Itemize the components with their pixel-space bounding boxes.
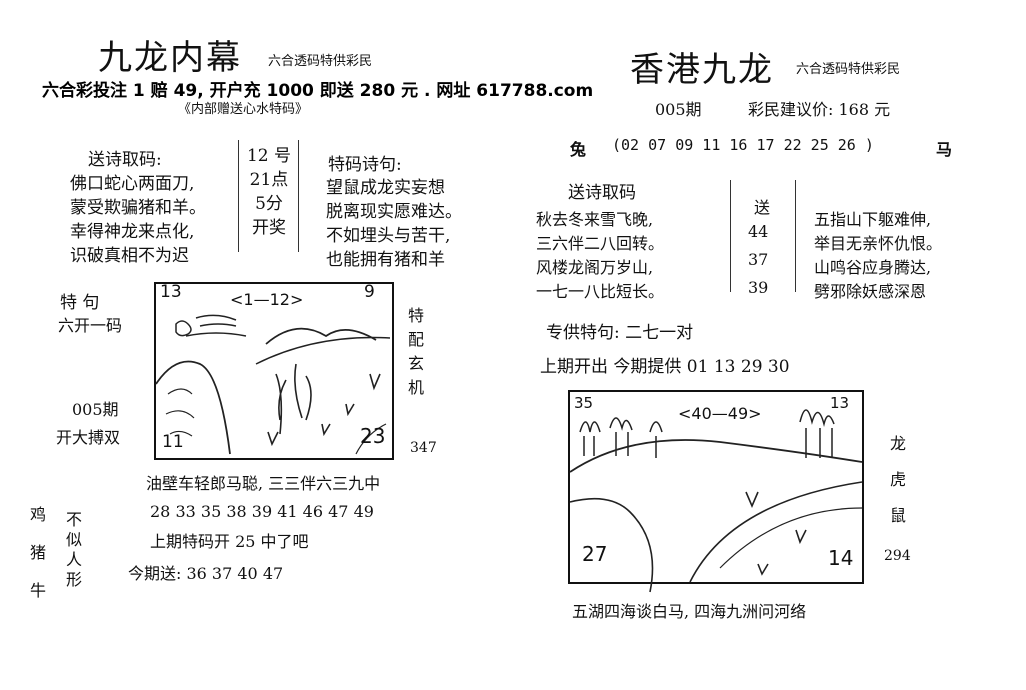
price: 彩民建议价: 168 元 xyxy=(748,100,891,119)
draw-info: 12 号 21点 5分 开奖 xyxy=(242,144,296,240)
left-sketch xyxy=(155,314,391,455)
promo-banner[interactable]: 六合彩投注 1 赔 49, 开户充 1000 即送 280 元 . 网址 617… xyxy=(42,81,594,101)
draw-info-line: 5分 xyxy=(255,194,283,214)
right-bottom-text: 五湖四海谈白马, 四海九洲问河络 xyxy=(572,602,807,621)
zodiac-char: 猪 xyxy=(30,543,47,562)
zodiac-char: 鸡 xyxy=(30,505,47,524)
left-poem-line: 佛口蛇心两面刀, xyxy=(70,174,195,194)
right-tag: 六合透码特供彩民 xyxy=(796,62,901,77)
side-vertical: 特 配 玄 机 xyxy=(408,304,424,400)
right-sketch xyxy=(569,409,863,593)
right-sketch-frame: 35 13 <40—49> 27 14 xyxy=(568,390,864,593)
divider xyxy=(298,140,299,252)
right-poem2: 五指山下躯难伸, 举目无亲怀仇恨。 山鸣谷应身腾达, 劈邪除妖感深恩 xyxy=(814,208,942,304)
left-sketch-frame: 13 9 <1—12> 11 23 xyxy=(154,282,394,460)
left-pic-bl: 11 xyxy=(162,432,184,452)
riddle: 油壁车轻郎马聪, 三三伴六三九中 xyxy=(146,474,381,493)
zodiac-char: 龙 xyxy=(890,434,907,453)
draw-info-line: 21点 xyxy=(249,170,289,190)
right-pic-tr: 13 xyxy=(830,394,850,412)
send-num: 39 xyxy=(748,278,769,297)
rabbit: 兔 xyxy=(570,140,587,159)
side-char: 机 xyxy=(408,378,425,397)
row-numbers: (02 07 09 11 16 17 22 25 26 ) xyxy=(612,136,874,154)
tm-poem: 望鼠成龙实妄想 脱离现实愿难达。 不如埋头与苦干, 也能拥有猪和羊 xyxy=(326,176,462,272)
left-pic-tl: 13 xyxy=(160,282,182,302)
buxiang-char: 不 xyxy=(66,510,83,529)
right-title: 香港九龙 xyxy=(630,50,774,90)
zodiac-char: 鼠 xyxy=(890,506,907,525)
buxiang-char: 似 xyxy=(66,530,83,549)
left-poem-line: 识破真相不为迟 xyxy=(70,246,189,266)
right-poem-line: 一七一八比短长。 xyxy=(536,282,665,301)
left-tag: 六合透码特供彩民 xyxy=(268,54,373,69)
send-label: 送 xyxy=(754,198,771,217)
right-pic-br: 14 xyxy=(828,546,854,570)
left-poem-line: 幸得神龙来点化, xyxy=(70,222,195,242)
side-char: 特 xyxy=(408,306,425,325)
horse: 马 xyxy=(936,140,953,159)
zodiac-left: 鸡 猪 牛 xyxy=(30,496,46,610)
send-box xyxy=(730,180,796,292)
right-poem-line: 风楼龙阁万岁山, xyxy=(536,258,654,277)
draw-info-line: 12 号 xyxy=(246,146,292,166)
zhuangong: 专供特句: 二七一对 xyxy=(546,323,694,343)
send-num: 44 xyxy=(748,222,769,241)
shangqi: 上期开出 今期提供 01 13 29 30 xyxy=(540,357,790,377)
right-poem2-line: 举目无亲怀仇恨。 xyxy=(814,234,943,253)
tm-line: 望鼠成龙实妄想 xyxy=(326,178,445,198)
left-period: 005期 xyxy=(72,400,119,419)
right-poem-line: 秋去冬来雪飞晚, xyxy=(536,210,654,229)
right-period: 005期 xyxy=(655,100,702,119)
left-subtitle: 《内部赠送心水特码》 xyxy=(178,102,309,117)
right-pic-range: <40—49> xyxy=(678,404,762,423)
side-char: 玄 xyxy=(408,354,425,373)
zodiac-char: 虎 xyxy=(890,470,907,489)
texu-label: 特 句 xyxy=(60,293,100,313)
left-pic-tr: 9 xyxy=(364,282,375,302)
buxiang: 不 似 人 形 xyxy=(66,510,82,590)
kaida-label: 开大搏双 xyxy=(56,428,121,447)
buxiang-char: 形 xyxy=(66,570,83,589)
tm-line: 脱离现实愿难达。 xyxy=(326,202,462,222)
left-title: 九龙内幕 xyxy=(98,38,242,78)
right-pic-bl: 27 xyxy=(582,542,608,566)
left-poem-head: 送诗取码: xyxy=(88,150,162,170)
num-347: 347 xyxy=(410,440,437,456)
buxiang-char: 人 xyxy=(66,550,83,569)
liukai-label: 六开一码 xyxy=(58,316,123,335)
zodiac-char: 牛 xyxy=(30,581,47,600)
left-pic-br: 23 xyxy=(360,424,386,448)
left-pic-range: <1—12> xyxy=(230,290,304,309)
tm-line: 也能拥有猪和羊 xyxy=(326,250,445,270)
right-poem: 秋去冬来雪飞晚, 三六伴二八回转。 风楼龙阁万岁山, 一七一八比短长。 xyxy=(536,208,664,304)
right-poem-line: 三六伴二八回转。 xyxy=(536,234,665,253)
tm-head: 特码诗句: xyxy=(328,155,402,175)
today-send: 今期送: 36 37 40 47 xyxy=(128,564,284,583)
numbers-row: 28 33 35 38 39 41 46 47 49 xyxy=(150,502,374,521)
right-poem2-line: 五指山下躯难伸, xyxy=(814,210,932,229)
tm-line: 不如埋头与苦干, xyxy=(326,226,451,246)
right-poem-head: 送诗取码 xyxy=(568,183,636,203)
right-poem2-line: 山鸣谷应身腾达, xyxy=(814,258,932,277)
left-poem-line: 蒙受欺骗猪和羊。 xyxy=(70,198,206,218)
last-period: 上期特码开 25 中了吧 xyxy=(150,532,309,551)
right-poem2-line: 劈邪除妖感深恩 xyxy=(814,282,927,301)
num-294: 294 xyxy=(884,548,911,564)
divider xyxy=(238,140,239,252)
draw-info-line: 开奖 xyxy=(252,218,286,238)
side-char: 配 xyxy=(408,330,425,349)
zodiac-right: 龙 虎 鼠 xyxy=(890,426,906,534)
send-num: 37 xyxy=(748,250,769,269)
right-pic-tl: 35 xyxy=(574,394,594,412)
send-nums: 44 37 39 xyxy=(748,218,768,302)
left-poem: 佛口蛇心两面刀, 蒙受欺骗猪和羊。 幸得神龙来点化, 识破真相不为迟 xyxy=(70,172,206,268)
